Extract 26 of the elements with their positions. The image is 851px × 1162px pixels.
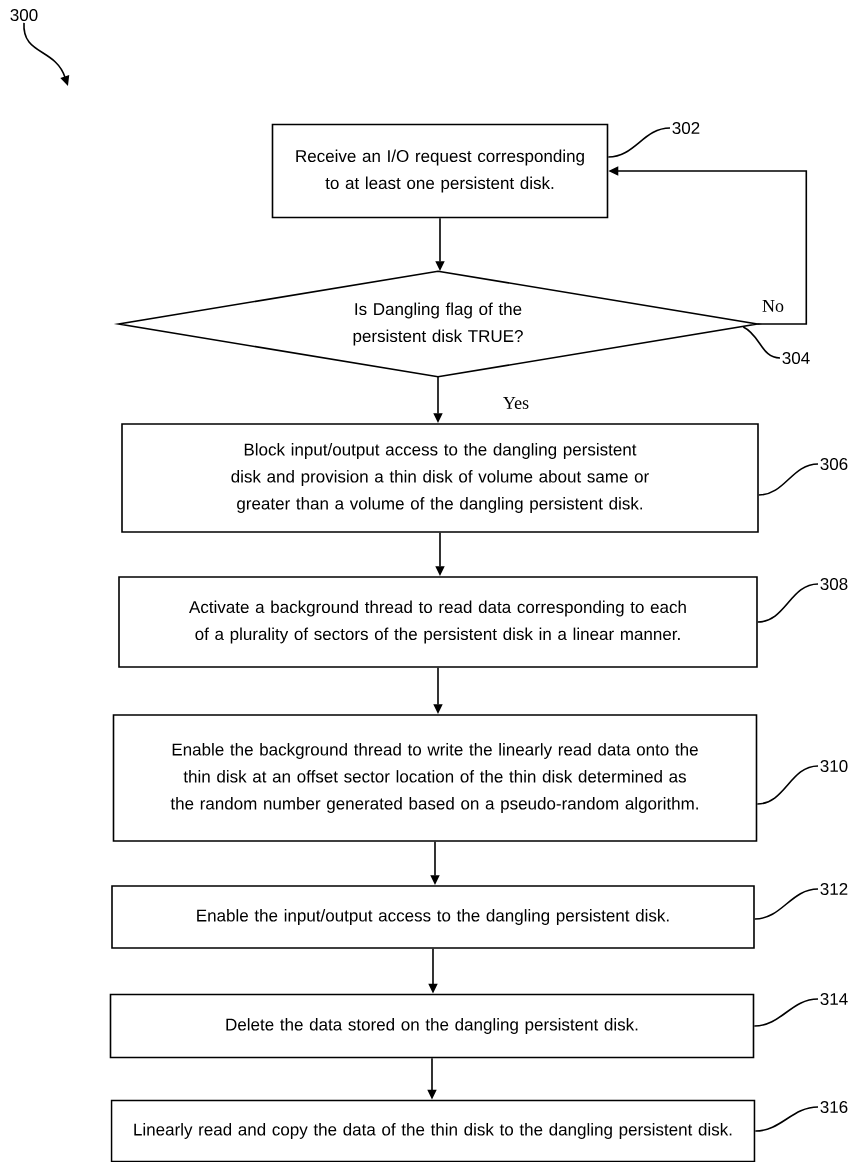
leader-line bbox=[754, 1106, 819, 1132]
reference-number: 304 bbox=[782, 352, 810, 365]
process-box: Linearly read and copy the data of the thin disk to the dangling persistent disk. bbox=[110, 1099, 756, 1162]
reference-number: 312 bbox=[820, 883, 848, 896]
leader-line bbox=[742, 326, 781, 359]
leader-line bbox=[607, 127, 671, 158]
reference-number: 310 bbox=[820, 760, 848, 773]
edge-label: No bbox=[761, 299, 785, 313]
leader-line bbox=[758, 463, 819, 496]
leader-line bbox=[754, 888, 819, 920]
process-box: Activate a background thread to read data corresponding to each of a plurality of sectors of the persistent disk in a linear manner. bbox=[118, 576, 758, 668]
edge-label: Yes bbox=[501, 396, 531, 410]
reference-number: 314 bbox=[820, 993, 848, 1006]
process-box: Enable the input/output access to the dangling persistent disk. bbox=[111, 885, 755, 949]
reference-number: 316 bbox=[820, 1101, 848, 1114]
reference-number: 308 bbox=[820, 578, 848, 591]
leader-line bbox=[757, 583, 819, 623]
process-box: Block input/output access to the dangling persistent disk and provision a thin disk of volume about same or greater than a volume of the dangling persistent disk. bbox=[121, 423, 759, 533]
process-box: Receive an I/O request corresponding to at least one persistent disk. bbox=[271, 123, 609, 219]
process-box: Enable the background thread to write the linearly read data onto the thin disk at an offset sector location of the thin disk determined as the random number generated based on a pseudo-random algorithm. bbox=[112, 714, 758, 842]
reference-number: 300 bbox=[10, 9, 38, 22]
reference-number: 306 bbox=[820, 458, 848, 471]
leader-line bbox=[753, 998, 819, 1027]
leader-line bbox=[756, 765, 819, 805]
process-box: Delete the data stored on the dangling persistent disk. bbox=[109, 993, 755, 1059]
reference-number: 302 bbox=[672, 122, 700, 135]
